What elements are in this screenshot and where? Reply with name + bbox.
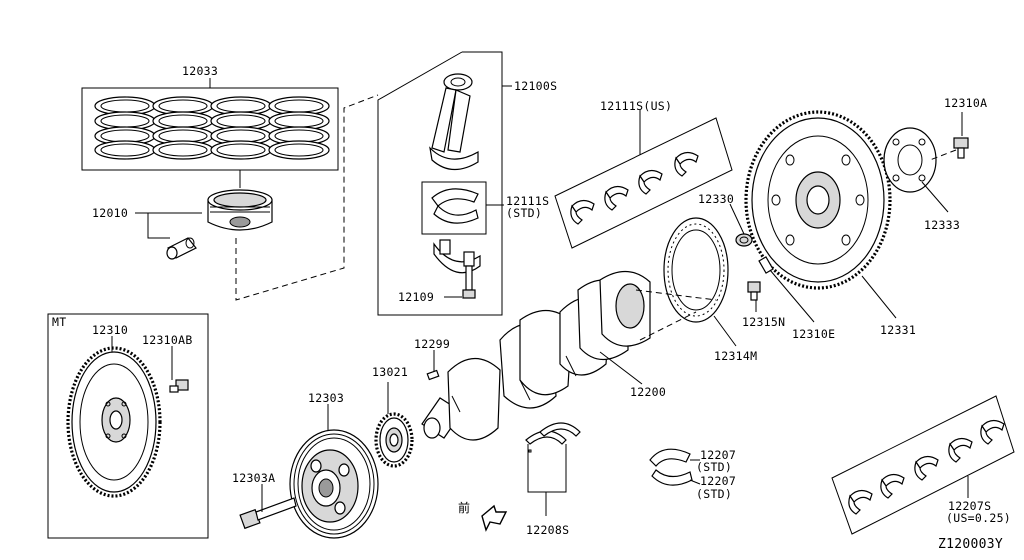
callout-12315n: 12315N <box>742 315 785 329</box>
callout-12310a: 12310A <box>944 96 987 110</box>
callout-12207s-note: (US=0.25) <box>946 511 1011 525</box>
rod-bearing-box <box>421 181 487 235</box>
callout-12033: 12033 <box>182 64 218 78</box>
mt-box-label: MT <box>52 315 66 329</box>
callout-12207-b: 12207 <box>700 474 736 488</box>
main-bearing-us-025-box <box>831 395 1015 535</box>
reinforcement-plate-group[interactable]: 12333 <box>883 127 960 232</box>
callout-12299: 12299 <box>414 337 450 351</box>
callout-12109: 12109 <box>398 290 434 304</box>
thrust-bearing-group[interactable]: 12208S <box>525 422 581 537</box>
mt-box <box>47 313 209 539</box>
piston-group[interactable]: 12010 <box>92 94 379 301</box>
front-arrow-icon <box>481 504 508 532</box>
callout-12303a: 12303A <box>232 471 275 485</box>
crank-key-icon <box>426 369 440 381</box>
rod-bolt-icon <box>462 265 476 299</box>
callout-12310e: 12310E <box>792 327 835 341</box>
callout-12331: 12331 <box>880 323 916 337</box>
main-bearing-std-icon <box>649 448 693 486</box>
piston-icon <box>207 189 273 231</box>
callout-12200: 12200 <box>630 385 666 399</box>
front-marker-glyph: 前 <box>458 500 470 515</box>
callout-12333: 12333 <box>924 218 960 232</box>
diagram-id: Z120003Y <box>938 537 1003 552</box>
crank-key-group[interactable]: 12299 <box>414 337 450 381</box>
drive-plate-icon <box>744 110 892 290</box>
piston-ring-set-icon <box>94 96 330 160</box>
callout-12111s-std: 12111S <box>506 194 549 208</box>
dowel-pin-group[interactable]: 12310E <box>758 256 835 341</box>
callout-12207-a-note: (STD) <box>696 460 732 474</box>
signal-plate-bolt-icon <box>747 281 761 301</box>
pilot-bushing-group[interactable]: 12330 <box>698 192 753 247</box>
piston-pin-icon <box>166 237 197 260</box>
mt-flywheel-bolt-icon <box>169 379 189 393</box>
pilot-bushing-icon <box>735 233 753 247</box>
callout-13021: 13021 <box>372 365 408 379</box>
piston-rod-link-dashed <box>235 94 379 301</box>
main-bearing-us-025-group[interactable]: 12207S (US=0.25) <box>831 395 1015 535</box>
flywheel-bolt-icon <box>929 137 969 161</box>
rod-cap-icon <box>433 239 481 274</box>
signal-plate-icon <box>663 217 729 323</box>
callout-12208s: 12208S <box>526 523 569 537</box>
crank-pulley-group[interactable]: 12303 <box>289 391 379 539</box>
main-bearing-std-group[interactable]: 12207 (STD) 12207 (STD) <box>649 448 736 501</box>
callout-12100s: 12100S <box>514 79 557 93</box>
crank-sprocket-group[interactable]: 13021 <box>372 365 414 468</box>
crank-pulley-icon <box>289 429 379 539</box>
callout-12111s-std-note: (STD) <box>506 206 542 220</box>
reinforcement-plate-icon <box>883 127 937 193</box>
crankshaft-group[interactable]: 12200 <box>421 270 717 441</box>
callout-12330: 12330 <box>698 192 734 206</box>
crank-sprocket-icon <box>374 412 414 468</box>
signal-plate-bolt-group[interactable]: 12315N <box>742 281 785 329</box>
drive-plate-group[interactable]: 12331 <box>744 110 916 337</box>
callout-12207-b-note: (STD) <box>696 487 732 501</box>
connecting-rod-icon <box>429 73 479 171</box>
callout-12314m: 12314M <box>714 349 757 363</box>
main-bearing-us-025-icon <box>848 419 1005 515</box>
mt-flywheel-group[interactable]: MT 12310 12310AB <box>47 313 209 539</box>
main-bearing-us-box <box>554 117 733 249</box>
thrust-bearing-icon <box>525 422 581 453</box>
callout-12303: 12303 <box>308 391 344 405</box>
front-direction-marker: 前 <box>458 500 508 532</box>
crankshaft-icon <box>421 270 651 441</box>
piston-ring-set-group[interactable]: 12033 <box>81 64 339 171</box>
connecting-rod-group[interactable]: 12100S 12111S (STD) 12109 <box>377 51 557 316</box>
main-bearing-us-group[interactable]: 12111S(US) <box>554 99 733 249</box>
callout-12207-a: 12207 <box>700 448 736 462</box>
callout-12010: 12010 <box>92 206 128 220</box>
rod-bearing-icon <box>431 188 479 224</box>
main-bearing-us-icon <box>570 151 699 225</box>
mt-flywheel-icon <box>66 346 162 498</box>
callout-12310ab: 12310AB <box>142 333 193 347</box>
callout-12310: 12310 <box>92 323 128 337</box>
pulley-bolt-icon <box>239 497 297 530</box>
flywheel-bolt-group[interactable]: 12310A <box>929 96 987 161</box>
callout-12111s-us: 12111S(US) <box>600 99 672 113</box>
dowel-pin-icon <box>758 256 774 274</box>
callout-12207s: 12207S <box>948 499 991 513</box>
pulley-bolt-group[interactable]: 12303A <box>232 471 297 530</box>
